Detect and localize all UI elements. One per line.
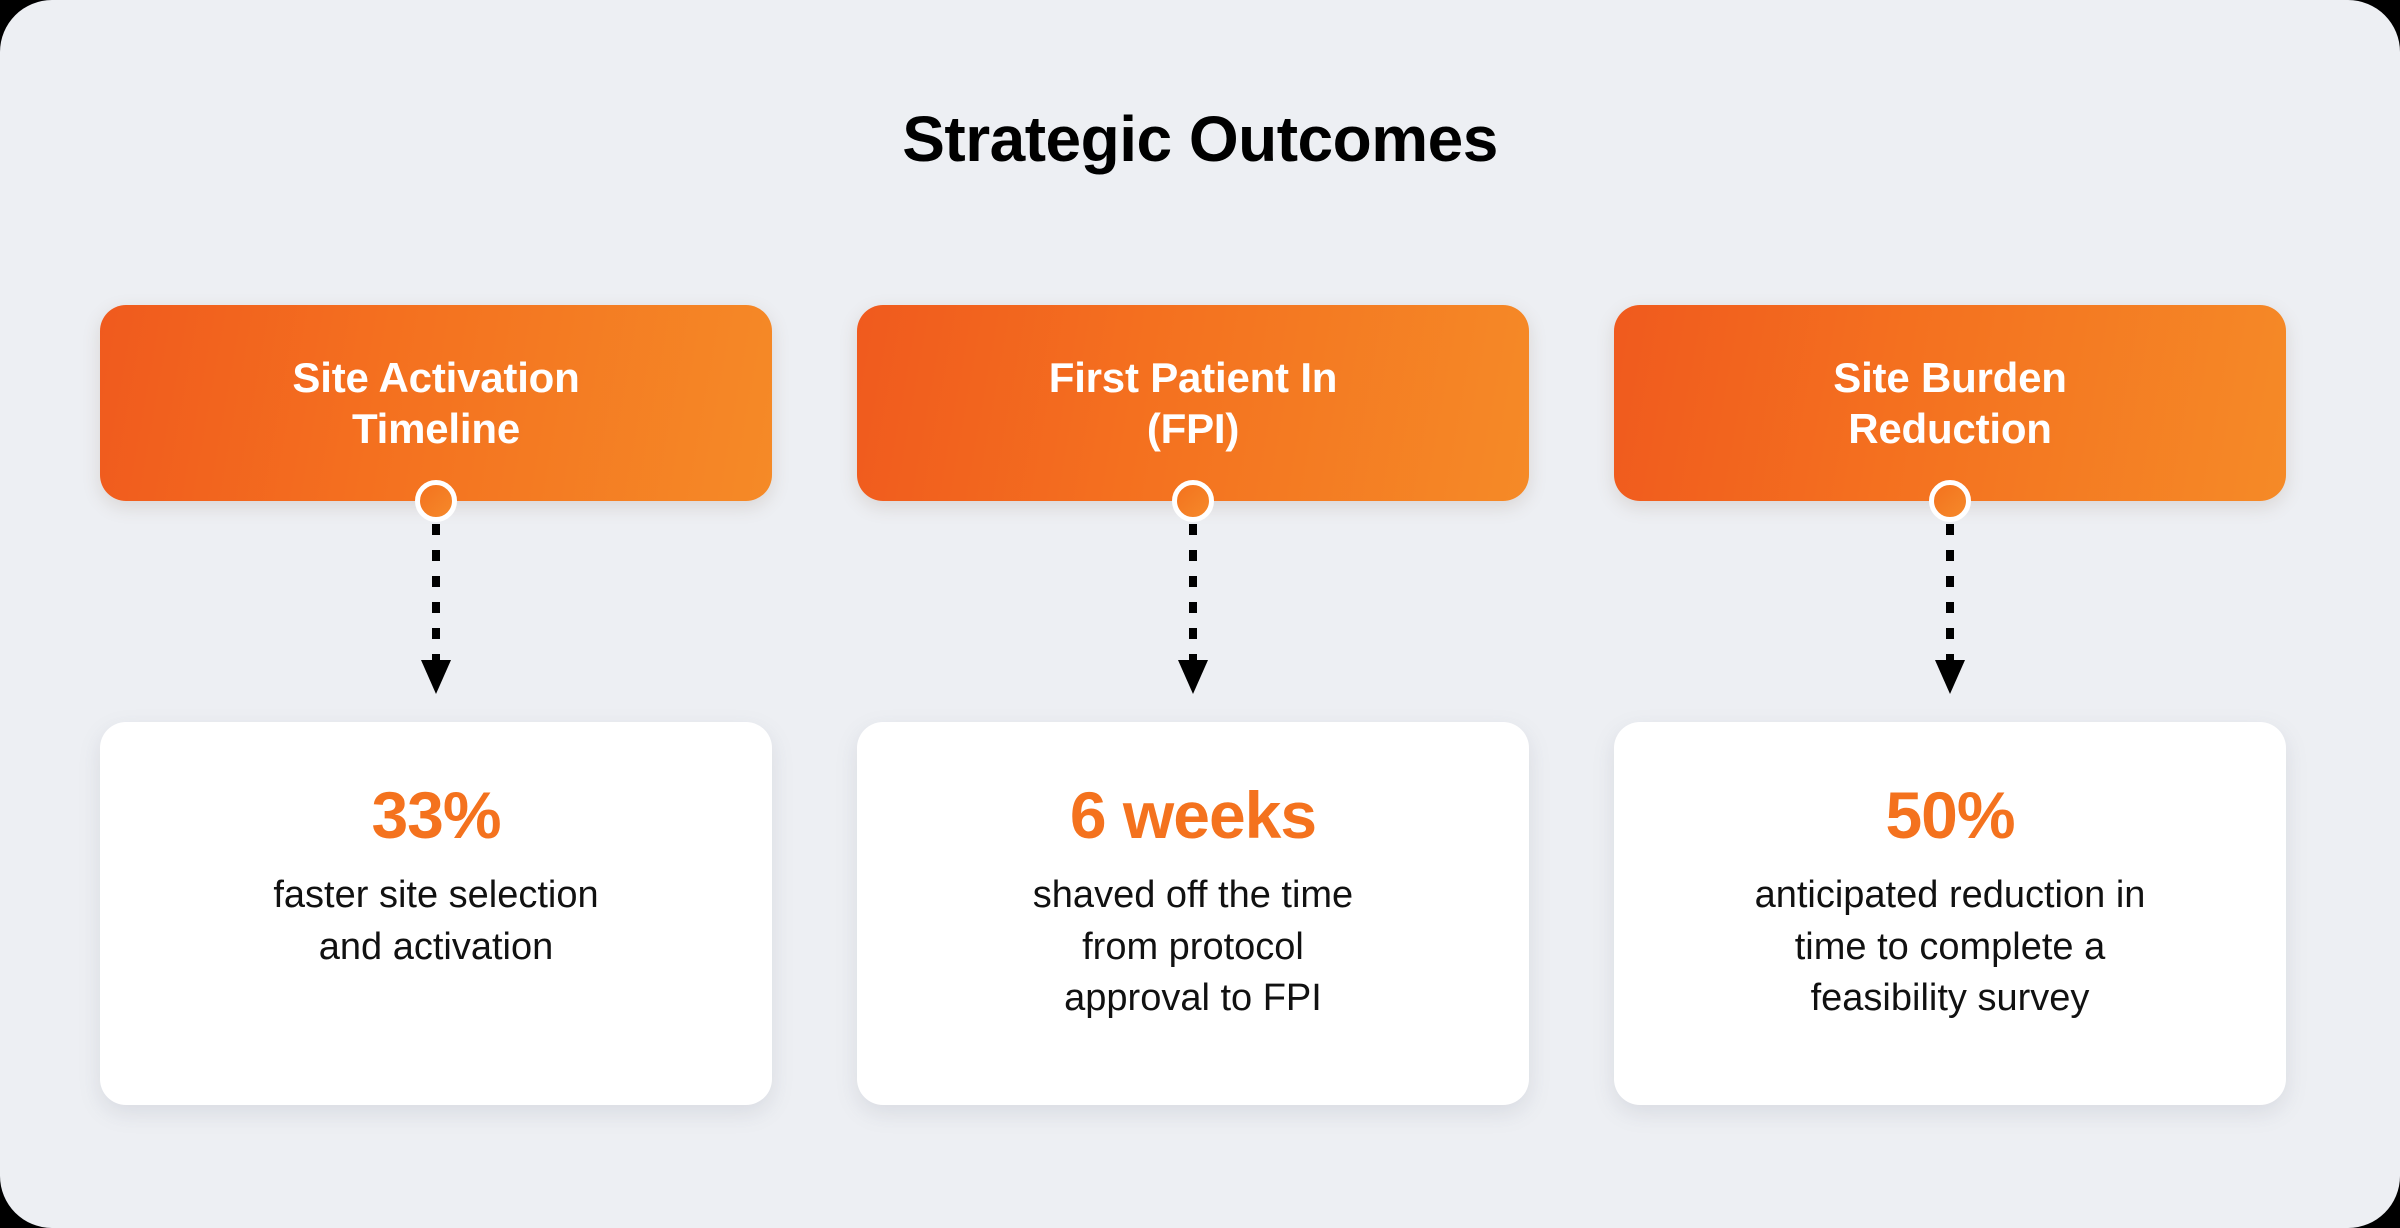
- stat-description: faster site selection and activation: [273, 874, 599, 968]
- connector-dot-icon: [1172, 480, 1214, 522]
- connector-dot-icon: [415, 480, 457, 522]
- stat-description: anticipated reduction in time to complet…: [1754, 874, 2146, 1020]
- header-card-title: Site Burden Reduction: [1833, 353, 2067, 452]
- dashed-arrow-icon: [421, 524, 451, 694]
- outcome-column-first-patient-in: First Patient In (FPI) 6 weeks shaved of…: [857, 305, 1529, 1105]
- stat-value: 6 weeks: [1069, 778, 1317, 852]
- stat-description: shaved off the time from protocol approv…: [1032, 874, 1354, 1020]
- outcome-columns: Site Activation Timeline 33% faster site…: [100, 305, 2286, 1105]
- result-card[interactable]: 50% anticipated reduction in time to com…: [1614, 722, 2286, 1105]
- header-card[interactable]: Site Activation Timeline: [100, 305, 772, 522]
- result-card[interactable]: 33% faster site selection and activation: [100, 722, 772, 1105]
- outcome-column-site-burden-reduction: Site Burden Reduction 50% anticipated re…: [1614, 305, 2286, 1105]
- result-card[interactable]: 6 weeks shaved off the time from protoco…: [857, 722, 1529, 1105]
- header-card-title: First Patient In (FPI): [1048, 353, 1338, 452]
- stat-value: 33%: [371, 778, 501, 852]
- header-card[interactable]: First Patient In (FPI): [857, 305, 1529, 522]
- dashed-arrow-icon: [1935, 524, 1965, 694]
- stat-value: 50%: [1885, 778, 2015, 852]
- header-card-title: Site Activation Timeline: [292, 353, 580, 452]
- outcome-column-site-activation-timeline: Site Activation Timeline 33% faster site…: [100, 305, 772, 1105]
- dashed-arrow-icon: [1178, 524, 1208, 694]
- header-card[interactable]: Site Burden Reduction: [1614, 305, 2286, 522]
- page-title: Strategic Outcomes: [902, 103, 1498, 175]
- connector-dot-icon: [1929, 480, 1971, 522]
